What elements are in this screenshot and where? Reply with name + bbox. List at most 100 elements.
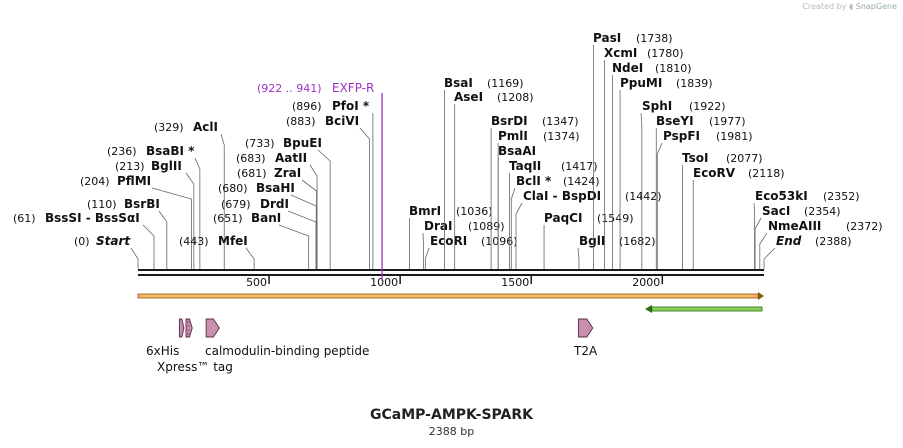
site-leader-bgli (577, 247, 580, 269)
site-name-aatii: AatII (275, 151, 307, 165)
scale-tick-label: 2000 (632, 276, 660, 289)
primer-label: EXFP-R (332, 81, 374, 95)
site-position-bglii: (213) (115, 160, 145, 173)
site-leader-start (130, 247, 139, 269)
feature-6xhis-arrow (178, 318, 185, 338)
site-name-sphi: SphI (642, 99, 672, 113)
orf-forward-bar (137, 293, 759, 299)
site-name-pmli: PmlI (498, 129, 528, 143)
site-leader-pflmi (151, 187, 192, 269)
site-name-asei: AseI (454, 90, 483, 104)
feature-calmodulin-binding-peptide-arrow (205, 318, 220, 338)
site-position-pasi: (1738) (636, 32, 673, 45)
site-position-sphi: (1922) (689, 100, 726, 113)
site-position-ecori: (1096) (481, 235, 518, 248)
snapgene-logo-icon: ◖ (848, 2, 854, 11)
primer-range: (922 .. 941) (257, 82, 322, 95)
site-position-eco53ki: (2352) (823, 190, 860, 203)
feature-label-calmodulin-binding-peptide: calmodulin-binding peptide (205, 344, 369, 358)
site-name-mfei: MfeI (218, 234, 248, 248)
site-leader-zrai (301, 179, 317, 269)
site-name-bsssi-bsss-i: BssSI - BssSαI (45, 211, 140, 225)
orf-forward-arrowhead (758, 292, 764, 300)
site-name-acli: AclI (193, 120, 218, 134)
site-name-bcivi: BciVI (325, 114, 359, 128)
site-name-bsrdi: BsrDI (491, 114, 528, 128)
site-position-bsai: (1169) (487, 77, 524, 90)
site-position-bsrbi: (110) (87, 198, 117, 211)
site-position-bcivi: (883) (286, 115, 316, 128)
site-leader-acli (220, 133, 225, 269)
site-position-bpuei: (733) (245, 137, 275, 150)
site-position-bsabi: (236) (107, 145, 137, 158)
orf-reverse-bar (651, 306, 763, 312)
plasmid-length: 2388 bp (428, 425, 475, 438)
site-position-pspfi: (1981) (716, 130, 753, 143)
site-name-bcli: BclI * (516, 174, 552, 188)
site-leader-nmeaiii (759, 232, 768, 269)
site-leader-aatii (309, 164, 318, 269)
site-position-ecorv: (2118) (748, 167, 785, 180)
site-position-taqii: (1417) (561, 160, 598, 173)
site-name-tsoi: TsoI (682, 151, 708, 165)
site-leader-bani (278, 224, 310, 269)
site-name-taqii: TaqII (509, 159, 541, 173)
site-position-bsahi: (680) (218, 182, 248, 195)
scale-tick-label: 500 (246, 276, 267, 289)
site-name-pfoi: PfoI * (332, 99, 370, 113)
site-leader-clai-bspdi (515, 202, 523, 269)
site-leader-bsabi (194, 157, 201, 269)
site-position-start: (0) (74, 235, 90, 248)
site-name-xcmi: XcmI (604, 46, 637, 60)
site-position-nmeaiii: (2372) (846, 220, 883, 233)
site-position-drdi: (679) (221, 198, 251, 211)
site-leader-sphi (640, 112, 643, 269)
site-position-aatii: (683) (236, 152, 266, 165)
site-name-clai-bspdi: ClaI - BspDI (523, 189, 601, 203)
site-name-bani: BanI (251, 211, 281, 225)
site-name-paqci: PaqCI (544, 211, 582, 225)
site-name-ndei: NdeI (612, 61, 643, 75)
site-leader-bcivi (359, 127, 370, 269)
site-leader-drdi (287, 210, 317, 269)
site-name-bmri: BmrI (409, 204, 441, 218)
site-leader-bsahi (290, 194, 317, 269)
feature-xpress-tag-arrow (185, 318, 193, 338)
site-name-start: Start (96, 234, 131, 248)
snapgene-credit: Created by ◖ SnapGene (802, 2, 897, 11)
plasmid-name: GCaMP-AMPK-SPARK (370, 407, 533, 423)
site-leader-saci (754, 217, 762, 269)
site-position-xcmi: (1780) (647, 47, 684, 60)
site-position-mfei: (443) (179, 235, 209, 248)
credit-prefix: Created by (802, 2, 847, 11)
site-position-bseyi: (1977) (709, 115, 746, 128)
site-position-pmli: (1374) (543, 130, 580, 143)
site-position-bani: (651) (213, 212, 243, 225)
site-name-bseyi: BseYI (656, 114, 694, 128)
site-leader-pspfi (656, 142, 663, 269)
feature-label-t2a: T2A (573, 344, 598, 358)
site-name-end: End (776, 234, 802, 248)
site-name-eco53ki: Eco53kI (755, 189, 808, 203)
site-leader-ecori (424, 247, 430, 269)
site-position-bsrdi: (1347) (542, 115, 579, 128)
site-name-bsabi: BsaBI * (146, 144, 195, 158)
feature-t2a-arrow (577, 318, 594, 338)
site-position-end: (2388) (815, 235, 852, 248)
site-position-ndei: (1810) (655, 62, 692, 75)
site-name-bglii: BglII (151, 159, 182, 173)
site-position-tsoi: (2077) (726, 152, 763, 165)
site-name-drai: DraI (424, 219, 452, 233)
site-position-acli: (329) (154, 121, 184, 134)
site-position-drai: (1089) (468, 220, 505, 233)
site-name-ecori: EcoRI (430, 234, 467, 248)
site-name-pasi: PasI (593, 31, 621, 45)
site-name-zrai: ZraI (274, 166, 301, 180)
site-name-bsrbi: BsrBI (124, 197, 160, 211)
site-position-paqci: (1549) (597, 212, 634, 225)
site-name-pspfi: PspFI (663, 129, 700, 143)
site-name-drdi: DrdI (260, 197, 289, 211)
scale-tick-label: 1000 (370, 276, 398, 289)
orf-reverse-arrowhead (645, 305, 652, 313)
